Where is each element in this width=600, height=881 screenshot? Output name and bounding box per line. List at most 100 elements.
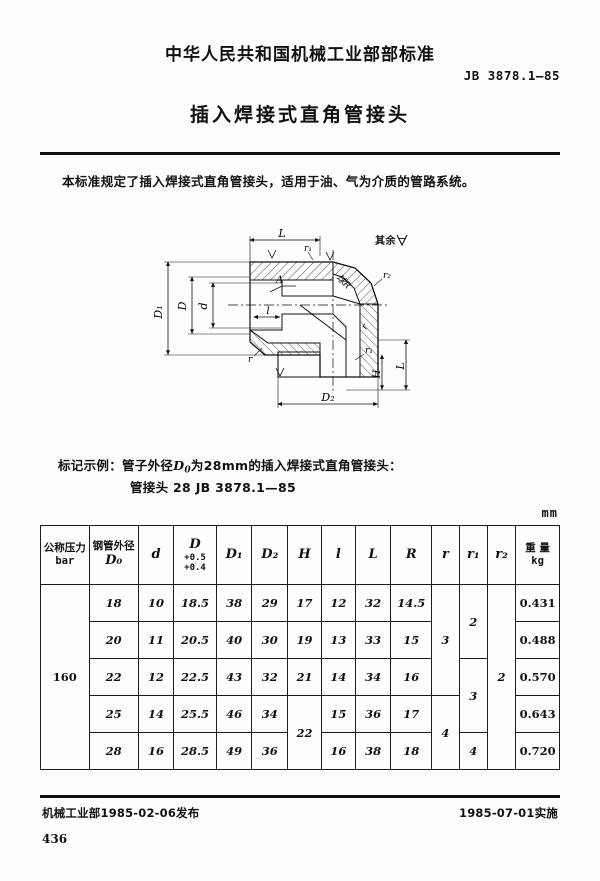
cell-D0: 25 — [88, 695, 139, 733]
th-H-label: H — [298, 546, 311, 562]
svg-text:L: L — [394, 362, 407, 370]
cell-r2: 2 — [486, 584, 517, 770]
marking-symbol: D — [173, 458, 185, 473]
th-d-label: d — [151, 546, 161, 562]
dim-L-top: L — [249, 227, 321, 262]
table-row: 28 16 28.5 49 36 16 38 18 4 0.720 — [41, 732, 560, 770]
th-r2: r₂ — [486, 525, 517, 585]
label-r-lower-left: r — [248, 347, 263, 365]
cell-D2: 32 — [251, 658, 289, 696]
cell-d: 10 — [137, 584, 175, 622]
cell-D0: 18 — [88, 584, 139, 622]
cell-D: 18.5 — [173, 584, 217, 622]
svg-text:r₁: r₁ — [304, 244, 312, 254]
cell-D2: 29 — [251, 584, 289, 622]
th-d: d — [137, 525, 175, 585]
footer-issue-date: 机械工业部1985-02-06发布 — [42, 806, 200, 820]
elbow-inner-diagonal — [299, 304, 347, 341]
th-D-label: D — [189, 536, 201, 552]
cell-r1-bottom: 4 — [458, 732, 488, 770]
th-r1: r₁ — [458, 525, 488, 585]
spec-table-body: 160 18 10 18.5 38 29 17 12 32 14.5 3 2 2… — [40, 584, 560, 770]
cell-D1: 38 — [215, 584, 253, 622]
svg-text:H: H — [372, 369, 383, 379]
svg-text:r₁: r₁ — [365, 346, 373, 356]
th-l: l — [320, 525, 356, 585]
scope-paragraph: 本标准规定了插入焊接式直角管接头，适用于油、气为介质的管路系统。 — [62, 174, 475, 189]
cell-D0: 20 — [88, 621, 139, 659]
svg-text:d: d — [197, 302, 210, 309]
fitting-section-view: L D₁ D d — [152, 227, 410, 408]
th-r1-label: r₁ — [467, 546, 480, 562]
marking-prefix: 标记示例：管子外径 — [58, 458, 174, 473]
footer-divider — [40, 795, 560, 798]
cell-weight: 0.488 — [515, 621, 560, 659]
dim-l: l — [253, 306, 280, 319]
th-weight-unit: kg — [531, 555, 544, 567]
marking-example-line1: 标记示例：管子外径D0为28mm的插入焊接式直角管接头： — [58, 455, 402, 476]
cell-l: 14 — [320, 658, 356, 696]
page-title: 插入焊接式直角管接头 — [189, 104, 410, 126]
spec-table-wrapper: 公称压力 bar 钢管外径 D₀ d D +0.5 +0.4 — [40, 525, 560, 770]
cell-D: 25.5 — [173, 695, 217, 733]
cell-L: 38 — [354, 732, 392, 770]
dim-D1: D₁ — [152, 261, 265, 356]
cell-r-bottom: 4 — [431, 695, 460, 770]
th-weight: 重 量 kg — [515, 525, 560, 585]
section-hatch-right — [359, 303, 379, 378]
cell-D2: 34 — [251, 695, 289, 733]
cell-L: 36 — [354, 695, 392, 733]
section-hatch-bottom — [249, 329, 321, 356]
th-pipe-od: 钢管外径 D₀ — [88, 525, 139, 585]
standard-number: JB 3878.1—85 — [463, 68, 560, 83]
centre-lines — [228, 250, 390, 392]
marking-suffix: 为28mm的插入焊接式直角管接头： — [190, 458, 402, 473]
cell-pressure: 160 — [40, 584, 90, 770]
cell-D: 22.5 — [173, 658, 217, 696]
svg-text:D: D — [176, 301, 189, 311]
cell-L: 32 — [354, 584, 392, 622]
th-R-label: R — [405, 546, 417, 562]
th-r: r — [431, 525, 460, 585]
spec-table: 公称压力 bar 钢管外径 D₀ d D +0.5 +0.4 — [40, 525, 560, 770]
svg-text:L: L — [277, 227, 285, 240]
cell-D: 20.5 — [173, 621, 217, 659]
cell-l: 16 — [320, 732, 356, 770]
header-divider — [40, 152, 560, 155]
label-r-upper: r₁ — [304, 244, 314, 261]
cell-H-merged: 22 — [287, 695, 322, 770]
cell-r1-mid: 3 — [458, 658, 488, 733]
document-header: 中华人民共和国机械工业部部标准 — [0, 40, 600, 65]
th-D-tol-lower: +0.4 — [184, 563, 206, 574]
cell-weight: 0.570 — [515, 658, 560, 696]
th-pressure-unit: bar — [55, 555, 75, 567]
cell-weight: 0.643 — [515, 695, 560, 733]
th-H: H — [287, 525, 322, 585]
section-hatch-top — [249, 261, 334, 281]
dim-D: D — [176, 276, 250, 335]
th-nominal-pressure: 公称压力 bar — [40, 525, 90, 585]
cell-l: 15 — [320, 695, 356, 733]
surface-finish-marks — [267, 249, 335, 377]
cell-d: 14 — [137, 695, 175, 733]
footer-effective-date: 1985-07-01实施 — [459, 806, 558, 820]
cell-H: 21 — [287, 658, 322, 696]
surface-finish-note: 其余 — [375, 232, 408, 247]
technical-drawing: L D₁ D d — [150, 222, 450, 422]
cell-D0: 22 — [88, 658, 139, 696]
marking-example-line2: 管接头 28 JB 3878.1—85 — [130, 480, 296, 495]
marking-symbol-sub: 0 — [184, 465, 191, 476]
th-r2-label: r₂ — [495, 546, 508, 562]
th-pipe-od-sym: D₀ — [105, 553, 123, 569]
cell-D1: 43 — [215, 658, 253, 696]
cell-L: 34 — [354, 658, 392, 696]
cell-D1: 40 — [215, 621, 253, 659]
cell-weight: 0.720 — [515, 732, 560, 770]
cell-l: 12 — [320, 584, 356, 622]
cell-R: 17 — [390, 695, 433, 733]
table-unit-label: mm — [541, 506, 558, 520]
page-number: 436 — [42, 832, 68, 846]
th-pressure-cn: 公称压力 — [43, 541, 86, 554]
svg-text:A: A — [275, 275, 283, 286]
